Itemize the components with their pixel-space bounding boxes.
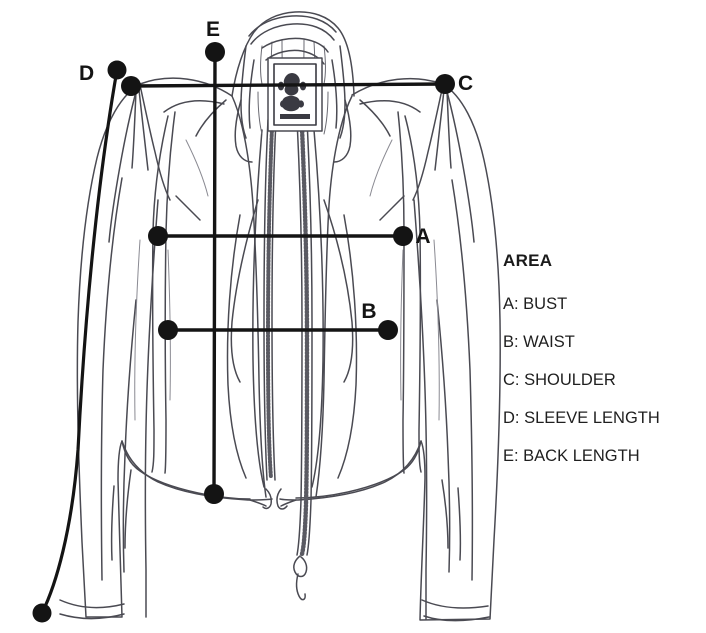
legend-item-shoulder: C: SHOULDER [503, 371, 616, 389]
left-sleeve-fold-b [122, 299, 137, 573]
measure-dot-C-left [121, 76, 141, 96]
point-label-C: C [458, 72, 473, 95]
collar-inner-left [240, 45, 247, 139]
right-armhole-curve [404, 115, 422, 473]
right-front-panel [315, 95, 353, 498]
measure-dot-A-right [393, 226, 413, 246]
hem-line-right [279, 440, 422, 501]
left-sleeve-inner-seam [144, 199, 159, 618]
point-label-B: B [361, 300, 376, 323]
point-label-A: A [415, 225, 430, 248]
zipper-tape-left-2 [271, 119, 277, 481]
zipper-tape-right-2 [306, 119, 313, 556]
inner-facing-left [252, 129, 265, 488]
left-shoulder-gather-1 [131, 89, 137, 169]
right-sleeve-fold-a [451, 179, 474, 581]
neck-opening [261, 37, 329, 53]
legend-item-bust: A: BUST [503, 295, 568, 313]
right-cuff [421, 599, 489, 609]
collar-top-edge [248, 15, 337, 37]
left-front-panel [231, 95, 267, 498]
measure-line-D[interactable] [32, 60, 127, 623]
left-sleeve-fold-a [100, 177, 123, 581]
zipper-pull [293, 555, 308, 578]
hem-tab-left [262, 488, 272, 510]
yoke-left [195, 99, 227, 137]
collar-outer [231, 11, 355, 97]
brand-label-text-bar [280, 114, 310, 119]
left-shoulder-cap-2 [108, 87, 138, 243]
shading-strokes [134, 139, 440, 421]
yoke-right [359, 99, 391, 137]
area-legend: AREA A: BUST B: WAIST C: SHOULDER D: SLE… [503, 251, 683, 466]
right-sleeve-fold-b [436, 299, 451, 573]
measure-line-C[interactable] [121, 74, 455, 96]
measurement-overlay: A B C D E [32, 18, 473, 623]
left-shoulder-cap [139, 84, 171, 201]
measure-dot-D-bottom [32, 603, 52, 623]
hem-tab-right [276, 488, 288, 510]
measure-line-E[interactable] [204, 42, 225, 504]
point-label-D: D [79, 62, 94, 85]
left-body-outline [76, 77, 251, 618]
right-shoulder-cap [412, 84, 444, 201]
legend-item-waist: B: WAIST [503, 333, 575, 351]
hem-edge-left [249, 499, 267, 507]
jacket-illustration [59, 11, 501, 622]
collar-inner-right [339, 45, 346, 139]
right-shoulder-cap-2 [445, 87, 475, 243]
chest-seam-right [323, 199, 354, 383]
right-sleeve-crease-2 [457, 487, 462, 561]
inner-facing-right [311, 129, 324, 488]
point-label-E: E [206, 18, 220, 41]
chest-detail-right [379, 195, 405, 221]
left-shoulder-gather-2 [138, 89, 149, 171]
collar-fold-right [333, 99, 352, 163]
collar-fold-left [234, 99, 253, 163]
measure-dot-C-right [435, 74, 455, 94]
measure-dot-E-top [205, 42, 225, 62]
princess-seam-left [226, 214, 247, 479]
chest-seam-left [230, 199, 259, 383]
legend-title: AREA [503, 251, 553, 270]
right-armhole-seam [397, 111, 405, 474]
hem-line [121, 440, 273, 501]
left-cuff [59, 599, 125, 609]
zipper-tape-left [263, 119, 269, 481]
zipper-pull-tab [295, 573, 306, 601]
left-sleeve-crease-2 [110, 485, 115, 561]
princess-seam-right [337, 214, 358, 479]
left-sleeve-crease [124, 469, 132, 549]
zipper-tape-right [296, 119, 303, 556]
zipper-teeth-right [299, 125, 310, 557]
collar-top-edge-2 [250, 23, 335, 45]
left-shoulder-seam-detail [163, 99, 225, 113]
hem-edge-right [280, 499, 297, 507]
right-shoulder-gather-2 [434, 89, 445, 171]
measure-dot-A-left [148, 226, 168, 246]
left-armhole-curve [151, 115, 169, 473]
measure-dot-D-top [107, 60, 127, 80]
measure-line-A[interactable] [148, 226, 413, 246]
collar-drape-right [331, 59, 338, 129]
measure-dot-B-left [158, 320, 178, 340]
right-shoulder-seam-detail [359, 99, 421, 113]
measure-dot-E-bottom [204, 484, 224, 504]
legend-item-sleeve-length: D: SLEEVE LENGTH [503, 409, 660, 427]
measure-dot-B-right [378, 320, 398, 340]
measure-line-B[interactable] [158, 320, 398, 340]
left-armhole-seam [164, 111, 176, 474]
legend-item-back-length: E: BACK LENGTH [503, 447, 640, 465]
right-sleeve-crease [441, 479, 449, 549]
right-cuff-edge [423, 615, 490, 622]
right-shoulder-gather-1 [446, 89, 452, 169]
left-cuff-edge [59, 613, 125, 620]
chest-detail-left [175, 195, 201, 221]
right-sleeve-inner-seam [413, 199, 428, 620]
zipper-teeth-left [266, 126, 274, 480]
collar-drape-left [248, 59, 255, 129]
